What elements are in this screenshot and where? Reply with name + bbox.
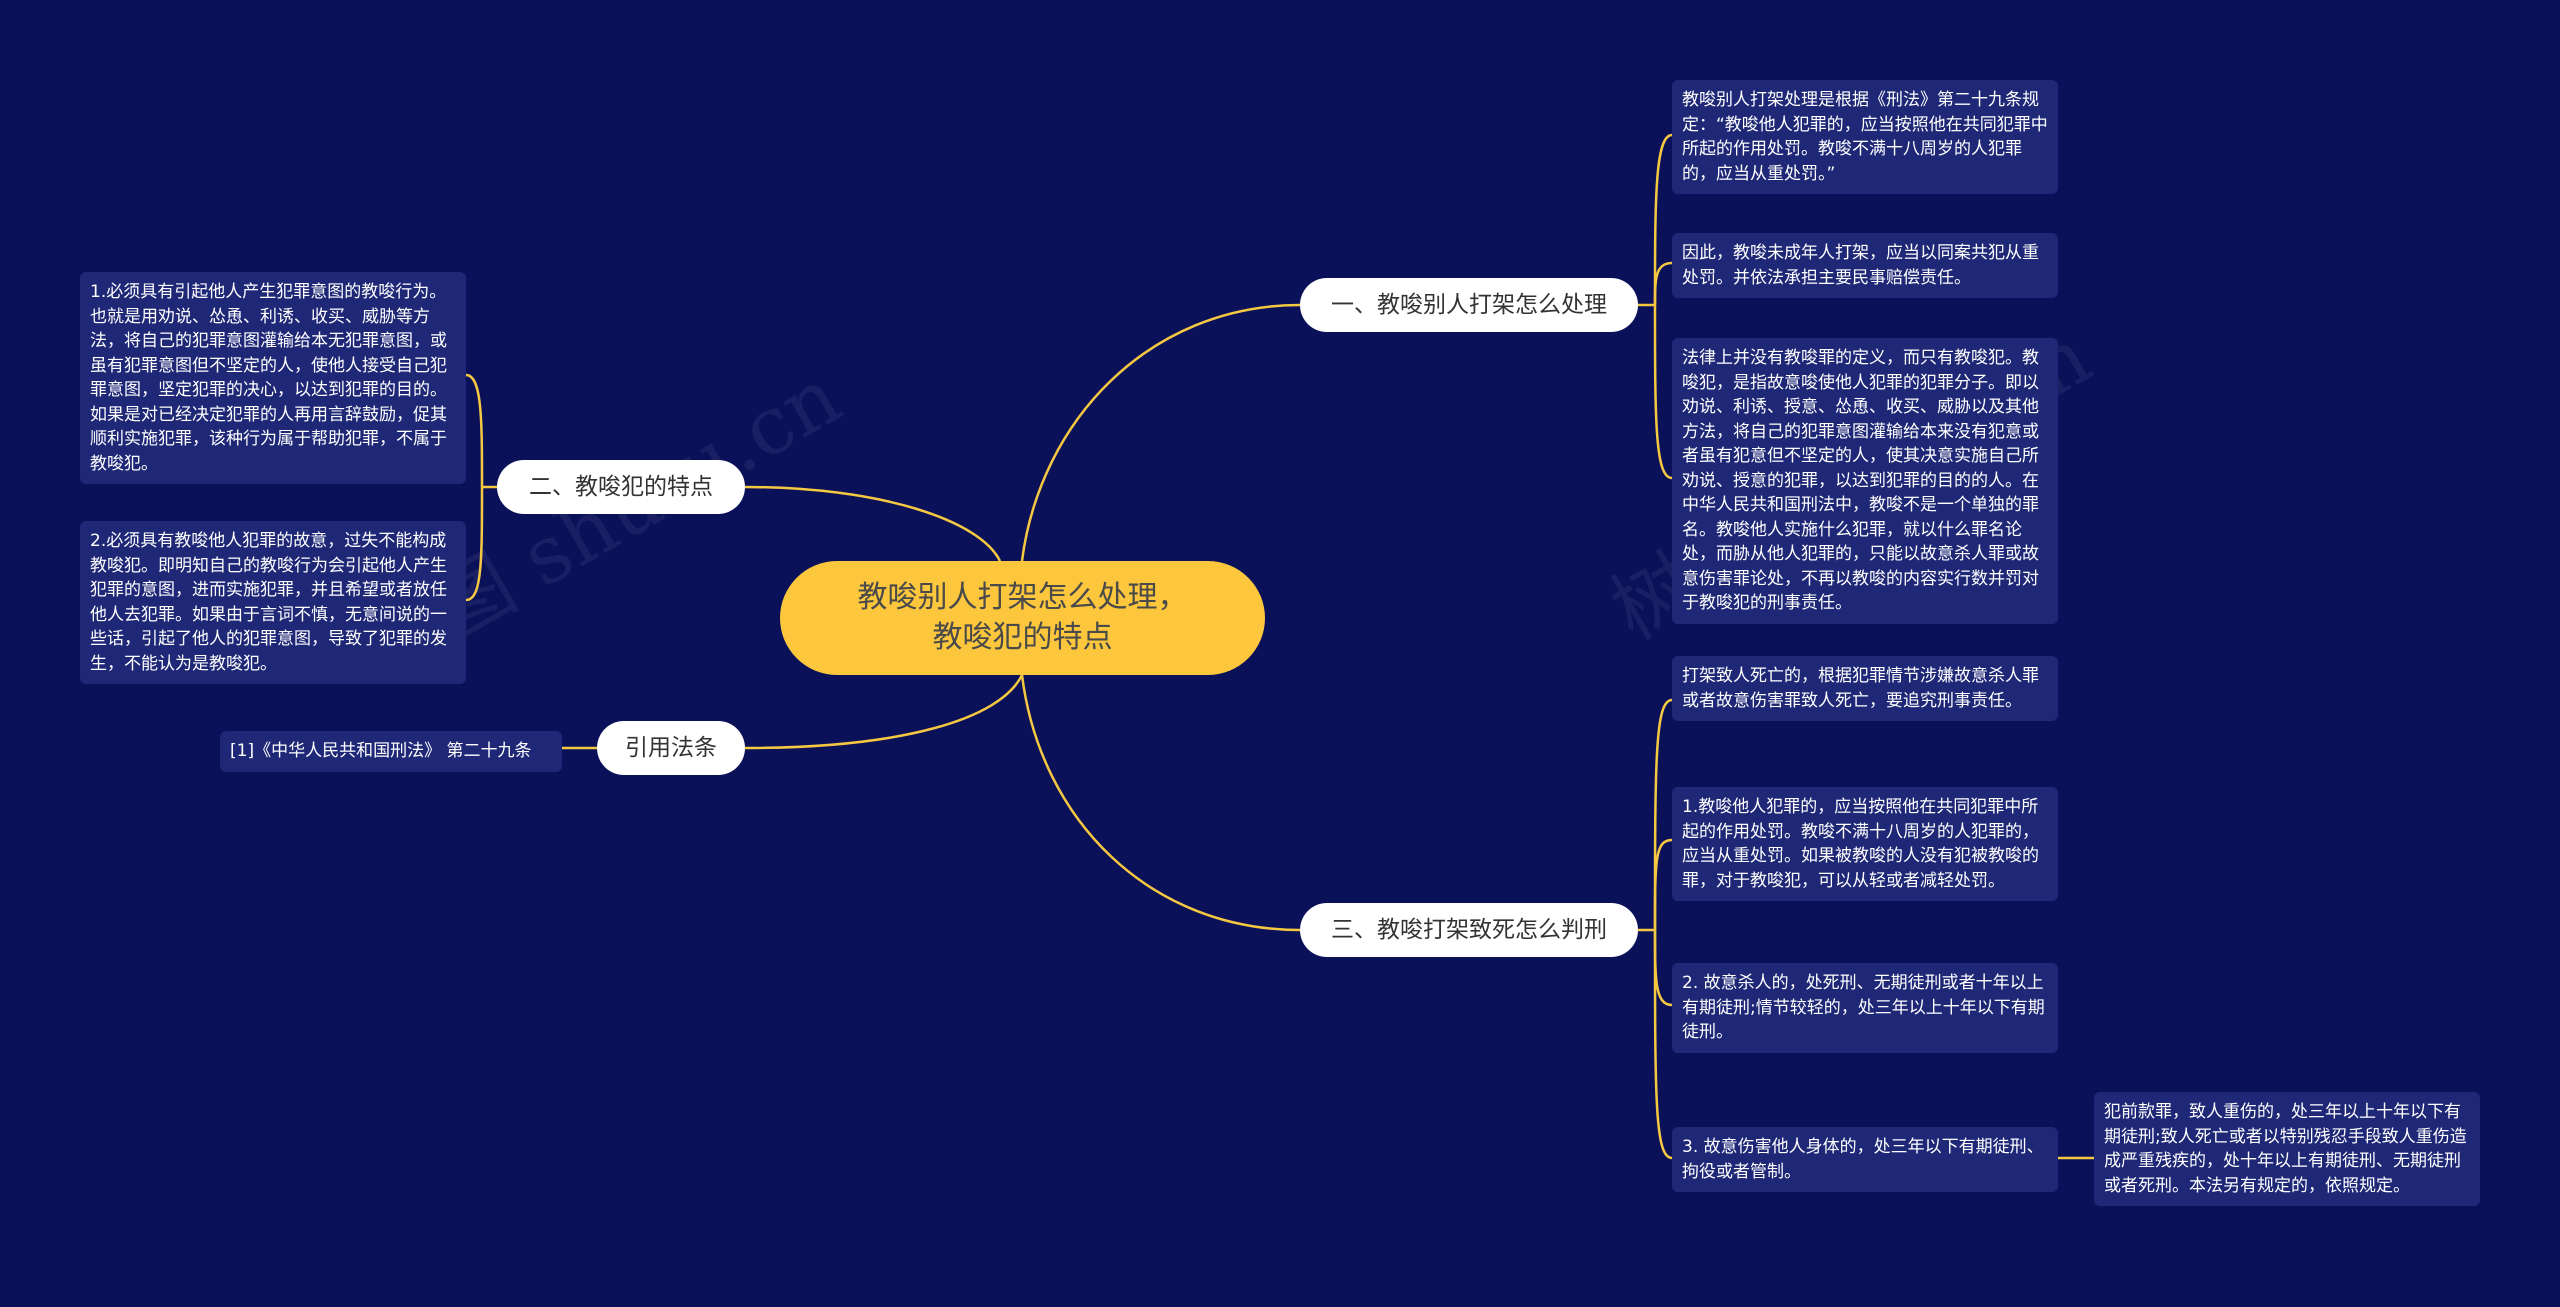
leaf-b2-2[interactable]: 2.必须具有教唆他人犯罪的故意，过失不能构成教唆犯。即明知自己的教唆行为会引起他… (80, 521, 466, 684)
branch-cited-law[interactable]: 引用法条 (597, 721, 745, 775)
edge-b4-2 (1653, 838, 1673, 931)
leaf-b4-3[interactable]: 2. 故意杀人的，处死刑、无期徒刑或者十年以上有期徒刑;情节较轻的，处三年以上十… (1672, 963, 2058, 1053)
edge-b1-2 (1653, 261, 1673, 306)
branch-sentencing[interactable]: 三、教唆打架致死怎么判刑 (1300, 903, 1638, 957)
root-line-2: 教唆犯的特点 (932, 620, 1113, 655)
root-line-1: 教唆别人打架怎么处理， (857, 580, 1188, 615)
leaf-b2-1[interactable]: 1.必须具有引起他人产生犯罪意图的教唆行为。也就是用劝说、怂恿、利诱、收买、威胁… (80, 272, 466, 484)
leaf-b3-1[interactable]: [1]《中华人民共和国刑法》 第二十九条 (220, 731, 562, 772)
edge-root-b1 (1020, 303, 1301, 562)
leaf-b1-1[interactable]: 教唆别人打架处理是根据《刑法》第二十九条规定：“教唆他人犯罪的，应当按照他在共同… (1672, 80, 2058, 194)
edge-b1-1 (1653, 133, 1673, 306)
edge-root-b4 (1020, 674, 1301, 932)
edge-b2-1 (465, 373, 484, 488)
edge-b4-4 (1653, 929, 1673, 1160)
root-topic[interactable]: 教唆别人打架怎么处理， 教唆犯的特点 (780, 561, 1265, 675)
edge-root-b3 (744, 674, 1024, 750)
leaf-b1-3[interactable]: 法律上并没有教唆罪的定义，而只有教唆犯。教唆犯，是指故意唆使他人犯罪的犯罪分子。… (1672, 338, 2058, 624)
edge-root-b2 (744, 485, 1002, 562)
leaf-b4-2[interactable]: 1.教唆他人犯罪的，应当按照他在共同犯罪中所起的作用处罚。教唆不满十八周岁的人犯… (1672, 787, 2058, 901)
edge-b1-3 (1653, 304, 1673, 480)
leaf-b1-2[interactable]: 因此，教唆未成年人打架，应当以同案共犯从重处罚。并依法承担主要民事赔偿责任。 (1672, 233, 2058, 298)
edge-b4-3 (1653, 929, 1673, 1007)
leaf-b4-1[interactable]: 打架致人死亡的，根据犯罪情节涉嫌故意杀人罪或者故意伤害罪致人死亡，要追究刑事责任… (1672, 656, 2058, 721)
edge-b2-2 (465, 486, 484, 602)
branch-how-to-handle[interactable]: 一、教唆别人打架怎么处理 (1300, 278, 1638, 332)
branch-characteristics[interactable]: 二、教唆犯的特点 (497, 460, 745, 514)
edge-b4-1 (1653, 698, 1673, 931)
leaf-b4-4-1[interactable]: 犯前款罪，致人重伤的，处三年以上十年以下有期徒刑;致人死亡或者以特别残忍手段致人… (2094, 1092, 2480, 1206)
leaf-b4-4[interactable]: 3. 故意伤害他人身体的，处三年以下有期徒刑、拘役或者管制。 (1672, 1127, 2058, 1192)
